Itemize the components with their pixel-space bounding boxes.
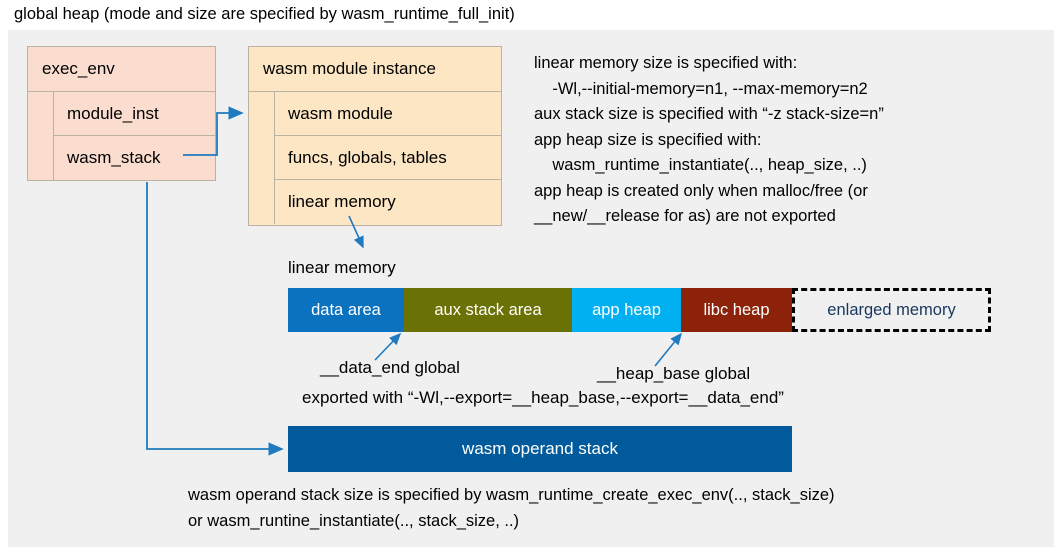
- operand-stack-note: wasm operand stack size is specified by …: [188, 486, 835, 530]
- exec-env-header: exec_env: [28, 47, 215, 92]
- memory-segment-app-heap: app heap: [572, 288, 681, 332]
- memory-config-notes: linear memory size is specified with: -W…: [534, 54, 884, 225]
- module-instance-header: wasm module instance: [249, 47, 501, 92]
- module-instance-row-funcs-globals-tables: funcs, globals, tables: [275, 136, 501, 180]
- module-instance-row-wasm-module: wasm module: [275, 92, 501, 136]
- exec-env-box: exec_env module_inst wasm_stack: [27, 46, 216, 181]
- wasm-operand-stack-bar: wasm operand stack: [288, 426, 792, 472]
- memory-segment-enlarged-memory: enlarged memory: [792, 288, 991, 332]
- annotation-data-end: __data_end global: [320, 358, 460, 377]
- exec-env-row-wasm-stack: wasm_stack: [67, 148, 161, 167]
- exec-env-gutter: [28, 92, 54, 180]
- page-title: global heap (mode and size are specified…: [14, 5, 515, 23]
- exec-env-rows: module_inst wasm_stack: [28, 92, 215, 180]
- module-instance-rowlist: wasm module funcs, globals, tables linea…: [275, 92, 501, 224]
- wasm-module-instance-box: wasm module instance wasm module funcs, …: [248, 46, 502, 226]
- linear-memory-label: linear memory: [288, 258, 396, 277]
- module-instance-gutter: [249, 92, 275, 224]
- memory-segment-libc-heap: libc heap: [681, 288, 792, 332]
- exec-env-row-module-inst: module_inst: [54, 92, 215, 136]
- memory-segment-aux-stack-area: aux stack area: [404, 288, 572, 332]
- module-instance-row-linear-memory: linear memory: [288, 192, 396, 211]
- annotation-exported-with: exported with “-Wl,--export=__heap_base,…: [302, 388, 784, 407]
- memory-segment-data-area: data area: [288, 288, 404, 332]
- module-instance-rows: wasm module funcs, globals, tables linea…: [249, 92, 501, 224]
- exec-env-rowlist: module_inst wasm_stack: [54, 92, 215, 180]
- annotation-heap-base: __heap_base global: [597, 364, 751, 383]
